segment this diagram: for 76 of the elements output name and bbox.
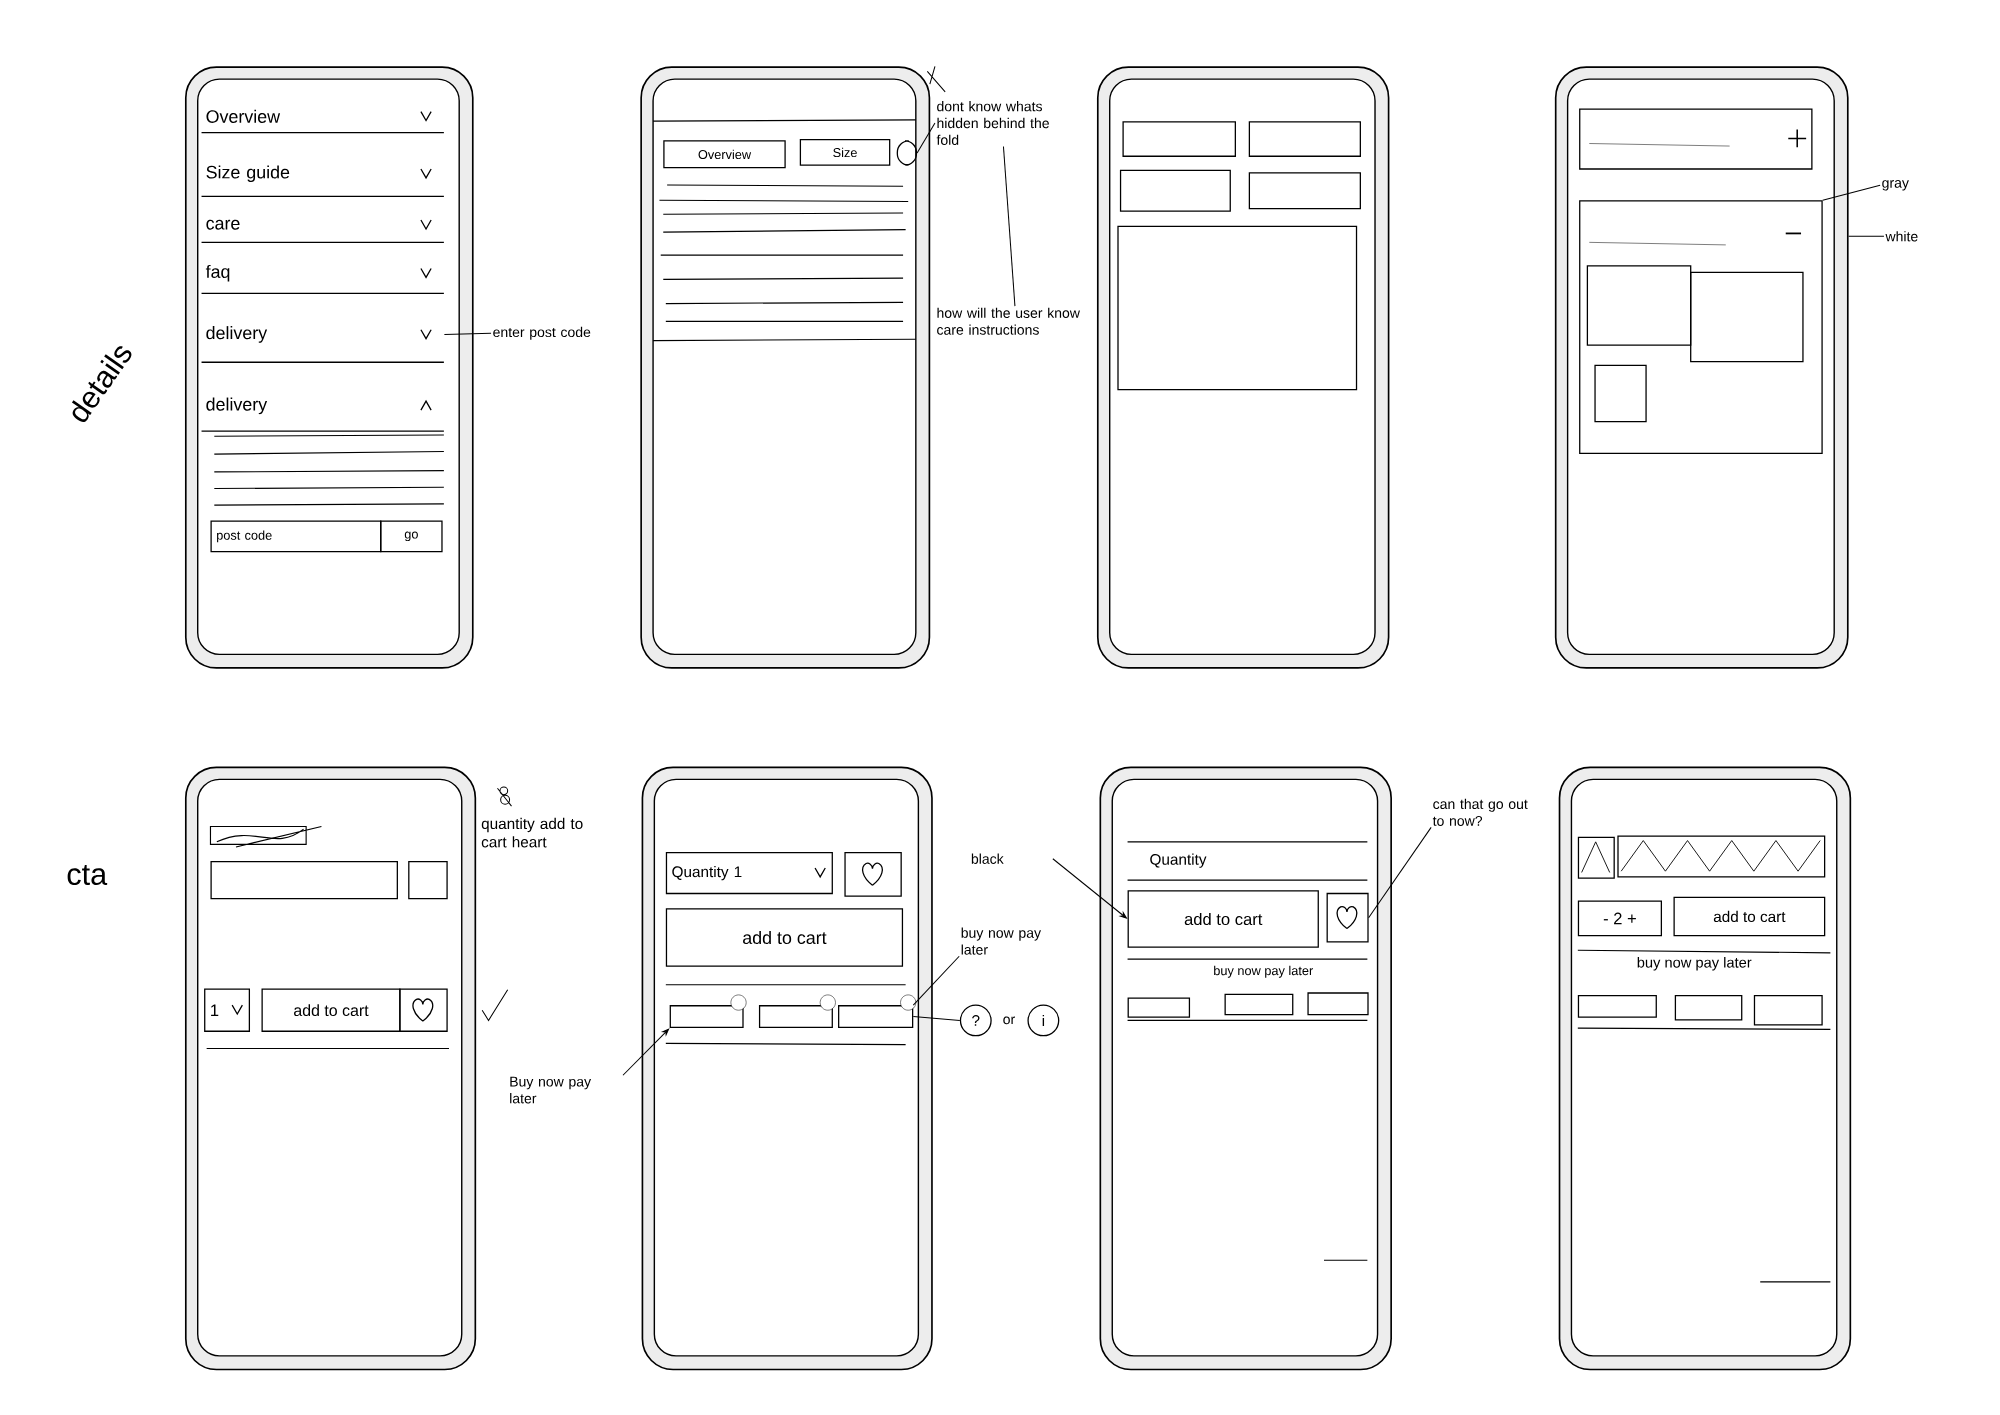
label: Quantity: [1150, 853, 1207, 869]
phone-frame: [1554, 66, 1849, 669]
placeholder-box: [1119, 169, 1231, 212]
label: buy now pay later: [1214, 966, 1313, 978]
button: go: [380, 520, 443, 553]
quantity-dropdown: Quantity 1: [665, 852, 833, 895]
button: add to cart: [1127, 890, 1319, 948]
placeholder-box: [1577, 836, 1615, 880]
placeholder-box: [1674, 995, 1743, 1021]
annotation: black: [971, 853, 1004, 865]
phone-frame: [1558, 766, 1852, 1371]
tab-pill: [896, 140, 918, 167]
placeholder-box: [1224, 993, 1294, 1016]
placeholder-box: [1122, 121, 1236, 158]
label: or: [1003, 1016, 1015, 1025]
leader-line: [1368, 827, 1432, 919]
accordion-row: delivery: [200, 397, 445, 432]
placeholder-box: [1127, 997, 1191, 1019]
phone-frame: [640, 66, 931, 669]
placeholder-box: [1117, 226, 1358, 391]
accordion-row: care: [200, 219, 445, 244]
placeholder-box: [838, 994, 917, 1029]
placeholder-box: [1307, 992, 1369, 1016]
quantity-dropdown: 1: [204, 988, 250, 1033]
heart-button: [844, 852, 902, 897]
panel: [1579, 200, 1823, 455]
phone-frame: [1096, 66, 1390, 669]
phone-frame: [1099, 766, 1392, 1371]
button: add to cart: [1673, 896, 1826, 937]
placeholder-box: [1753, 995, 1823, 1026]
button: Size: [799, 139, 891, 167]
annotation: gray: [1882, 180, 1909, 191]
note: quantity add to cart heart: [481, 818, 583, 848]
quantity-stepper: - 2 +: [1577, 900, 1662, 937]
annotation: dont know whats hidden behind the fold: [936, 101, 1049, 146]
leader-line: [912, 1016, 961, 1022]
placeholder-box: [1577, 995, 1657, 1019]
placeholder-box: [1594, 365, 1647, 423]
button: add to cart: [665, 908, 904, 968]
button: Overview: [663, 140, 786, 169]
placeholder-box: [1586, 265, 1692, 346]
arrow: [622, 1028, 670, 1076]
leader-line: [1822, 185, 1881, 201]
leader-line: [916, 122, 936, 154]
input-field: post code: [210, 520, 382, 553]
placeholder-box: [210, 861, 398, 900]
phone-frame: [184, 66, 474, 669]
annotation: can that go out to now?: [1432, 798, 1528, 827]
annotation: how will the user know care instructions: [937, 307, 1080, 336]
accordion-row: delivery: [200, 326, 445, 364]
annotation: white: [1885, 231, 1918, 242]
phone-frame: [641, 766, 933, 1371]
phone-frame: [184, 766, 477, 1371]
placeholder-box: [669, 994, 747, 1029]
placeholder-box: [1248, 172, 1361, 210]
leader-line: [1848, 236, 1885, 237]
leader-line: [1002, 146, 1016, 307]
accordion-row: Size guide: [200, 165, 445, 198]
annotation: enter post code: [493, 327, 591, 341]
placeholder-box: [1248, 121, 1361, 158]
accordion-row: faq: [200, 265, 445, 295]
placeholder-box: [408, 861, 448, 900]
annotation: Buy now pay later: [510, 1077, 592, 1104]
heart-button: [1326, 893, 1369, 943]
label: buy now pay later: [1637, 957, 1752, 971]
button: add to cart: [261, 988, 401, 1033]
placeholder-box: [1617, 835, 1826, 878]
placeholder-box: [1690, 271, 1804, 363]
placeholder-box: [758, 994, 836, 1029]
accordion-row: Overview: [200, 110, 445, 134]
placeholder-box: [1579, 108, 1813, 170]
leader-line: [443, 333, 492, 336]
annotation: buy now pay later: [961, 927, 1041, 955]
leader-line: [912, 955, 960, 1006]
section-label: cta: [67, 865, 108, 886]
heart-button: [399, 988, 448, 1033]
